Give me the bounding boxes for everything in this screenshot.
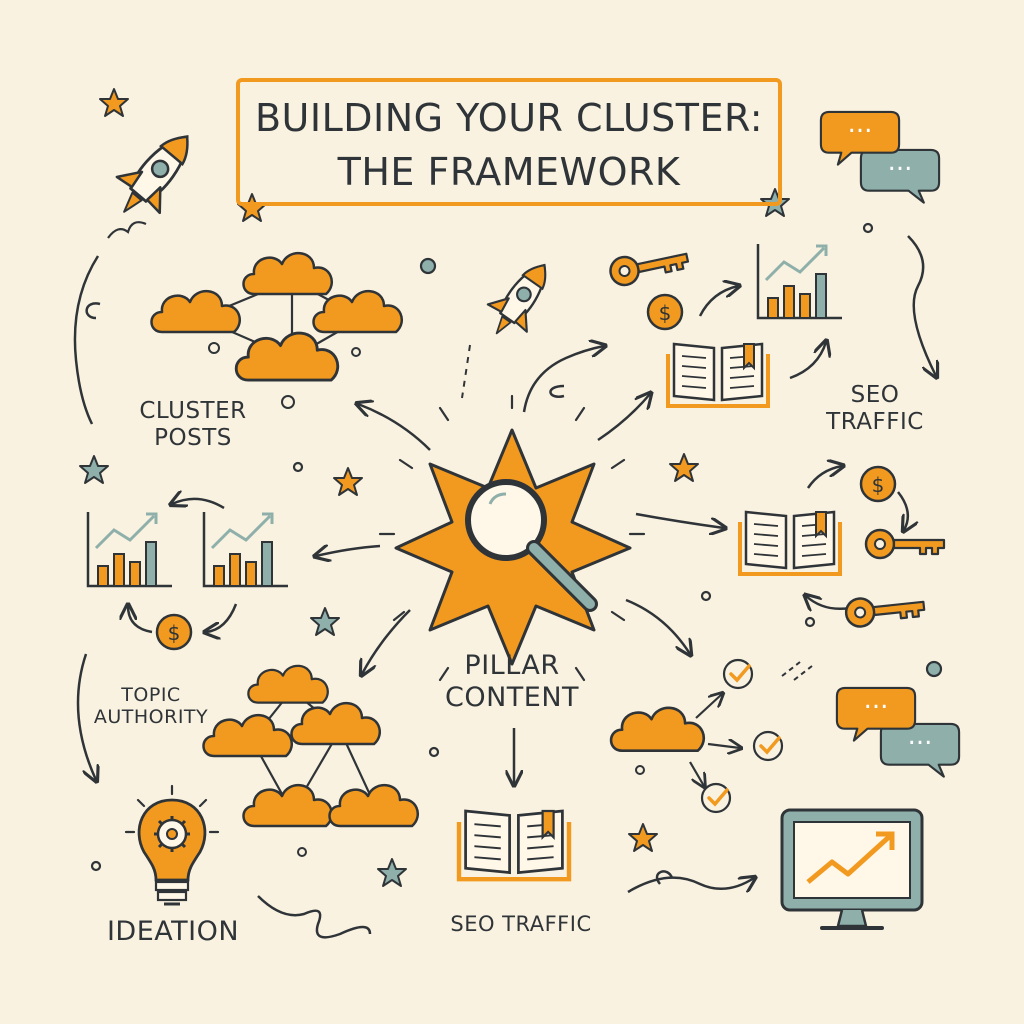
- star-icon: [669, 453, 699, 482]
- growth-chart-icon: [202, 510, 290, 588]
- cloud-network-bottom-left: [202, 664, 420, 857]
- growth-chart-icon: [86, 510, 174, 588]
- dollar-symbol: $: [659, 301, 672, 325]
- key-icon: [843, 590, 927, 630]
- checkmark-icon: [722, 658, 754, 690]
- dollar-symbol: $: [872, 473, 885, 497]
- key-icon: [864, 528, 946, 560]
- label-ideation: IDEATION: [106, 916, 240, 947]
- star-icon: [310, 607, 340, 636]
- chat-dots: ...: [864, 685, 889, 715]
- book-icon: [666, 342, 770, 408]
- label-pillar-content: PILLAR CONTENT: [444, 650, 580, 713]
- star-icon: [377, 858, 407, 887]
- lightbulb-gear-icon: [124, 784, 220, 906]
- dollar-coin-icon: $: [646, 293, 684, 331]
- label-cluster-posts: CLUSTER POSTS: [139, 398, 247, 452]
- monitor-growth-icon: [780, 808, 924, 930]
- checkmark-icon: [752, 730, 784, 762]
- chat-dots: ...: [848, 109, 873, 139]
- key-icon: [606, 242, 692, 289]
- chat-dots: ...: [908, 721, 933, 751]
- dollar-symbol: $: [168, 621, 181, 645]
- star-icon: [79, 455, 109, 484]
- cloud-checklist: [609, 658, 813, 814]
- dollar-coin-icon: $: [155, 613, 193, 651]
- star-icon: [628, 823, 658, 852]
- title-line-2: THE FRAMEWORK: [337, 150, 681, 194]
- dollar-coin-icon: $: [859, 465, 897, 503]
- growth-chart-icon: [756, 242, 844, 320]
- cloud-network-top-left: [150, 251, 404, 409]
- label-seo-traffic-right: SEO TRAFFIC: [826, 382, 924, 436]
- label-topic-authority: TOPIC AUTHORITY: [93, 684, 209, 729]
- rocket-icon: [101, 117, 210, 232]
- star-icon: [333, 467, 363, 496]
- book-icon: [459, 811, 569, 879]
- rocket-icon: [475, 250, 566, 349]
- star-icon: [99, 88, 129, 117]
- decorative-dots: [90, 222, 943, 872]
- label-seo-traffic-bottom: SEO TRAFFIC: [450, 912, 592, 936]
- chat-dots: ...: [888, 147, 913, 177]
- title-line-1: BUILDING YOUR CLUSTER:: [254, 96, 764, 140]
- connector-arrows: [73, 235, 936, 939]
- checkmark-icon: [700, 782, 732, 814]
- book-icon: [738, 510, 842, 576]
- magnifier-sunburst-icon: [378, 394, 646, 682]
- page-title: BUILDING YOUR CLUSTER: THE FRAMEWORK: [236, 78, 782, 206]
